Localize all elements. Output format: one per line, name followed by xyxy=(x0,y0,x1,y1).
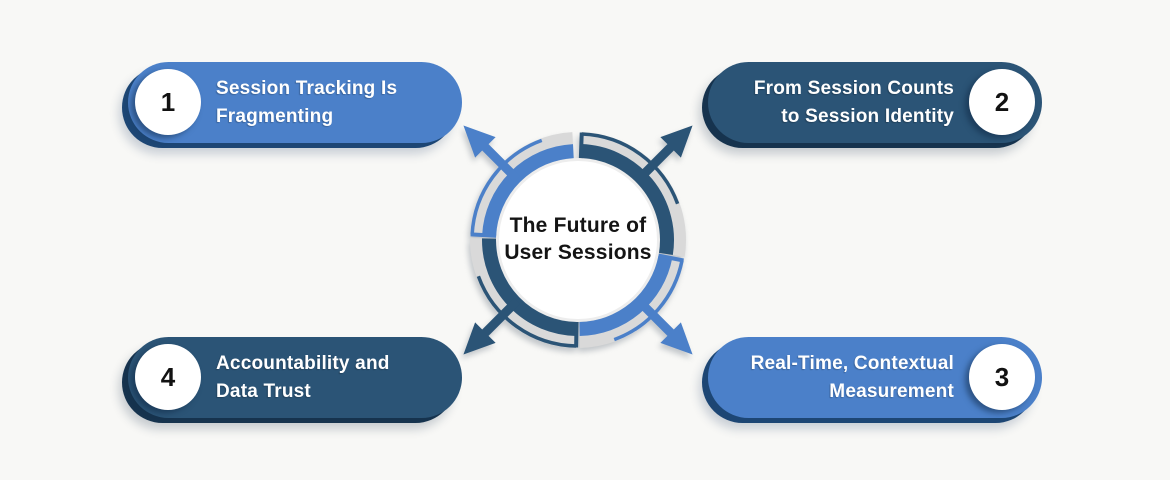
number-text-4: 4 xyxy=(160,361,176,392)
number-badge-2: 2 xyxy=(969,69,1035,135)
pill-label-3: Real-Time, Contextual Measurement xyxy=(708,350,1042,405)
pill-4-line-2: Data Trust xyxy=(216,380,311,402)
center-title-line-1: The Future of xyxy=(509,214,647,237)
pill-4-line-1: Accountability and xyxy=(216,353,390,374)
arc-segment-top-right xyxy=(578,125,693,256)
number-badge-1: 1 xyxy=(135,69,201,135)
arrow-down-left-icon xyxy=(463,297,521,355)
pill-label-1: Session Tracking Is Fragmenting xyxy=(128,75,462,130)
arc-segment-bottom-left xyxy=(463,238,579,355)
pill-2-line-2: to Session Identity xyxy=(781,105,954,127)
pill-label-4: Accountability and Data Trust xyxy=(128,350,462,405)
arrow-up-right-icon xyxy=(635,125,693,183)
pill-3-line-2: Measurement xyxy=(829,380,954,402)
pill-2-line-1: From Session Counts xyxy=(753,78,954,99)
arrow-down-right-icon xyxy=(635,297,693,355)
topic-pill-2: From Session Counts to Session Identity … xyxy=(708,62,1042,143)
pill-1-line-2: Fragmenting xyxy=(216,105,334,127)
arc-segment-top-left xyxy=(463,125,574,238)
number-text-3: 3 xyxy=(994,361,1010,392)
arc-segment-bottom-right xyxy=(579,253,693,355)
center-circle xyxy=(496,158,660,322)
center-circle-shade xyxy=(496,158,660,322)
pill-label-2: From Session Counts to Session Identity xyxy=(708,75,1042,130)
topic-pill-4: 4 Accountability and Data Trust xyxy=(128,337,462,418)
arrow-up-left-icon xyxy=(463,125,521,183)
topic-pill-1: 1 Session Tracking Is Fragmenting xyxy=(128,62,462,143)
number-text-2: 2 xyxy=(994,86,1010,117)
number-badge-4: 4 xyxy=(135,344,201,410)
number-badge-3: 3 xyxy=(969,344,1035,410)
cycle-arrows-graphic xyxy=(463,125,693,355)
pill-1-line-1: Session Tracking Is xyxy=(216,78,398,99)
number-text-1: 1 xyxy=(160,86,176,117)
center-title-line-2: User Sessions xyxy=(504,241,652,264)
pill-3-line-1: Real-Time, Contextual xyxy=(750,353,954,374)
topic-pill-3: Real-Time, Contextual Measurement 3 xyxy=(708,337,1042,418)
center-title: The Future of User Sessions xyxy=(478,212,678,266)
